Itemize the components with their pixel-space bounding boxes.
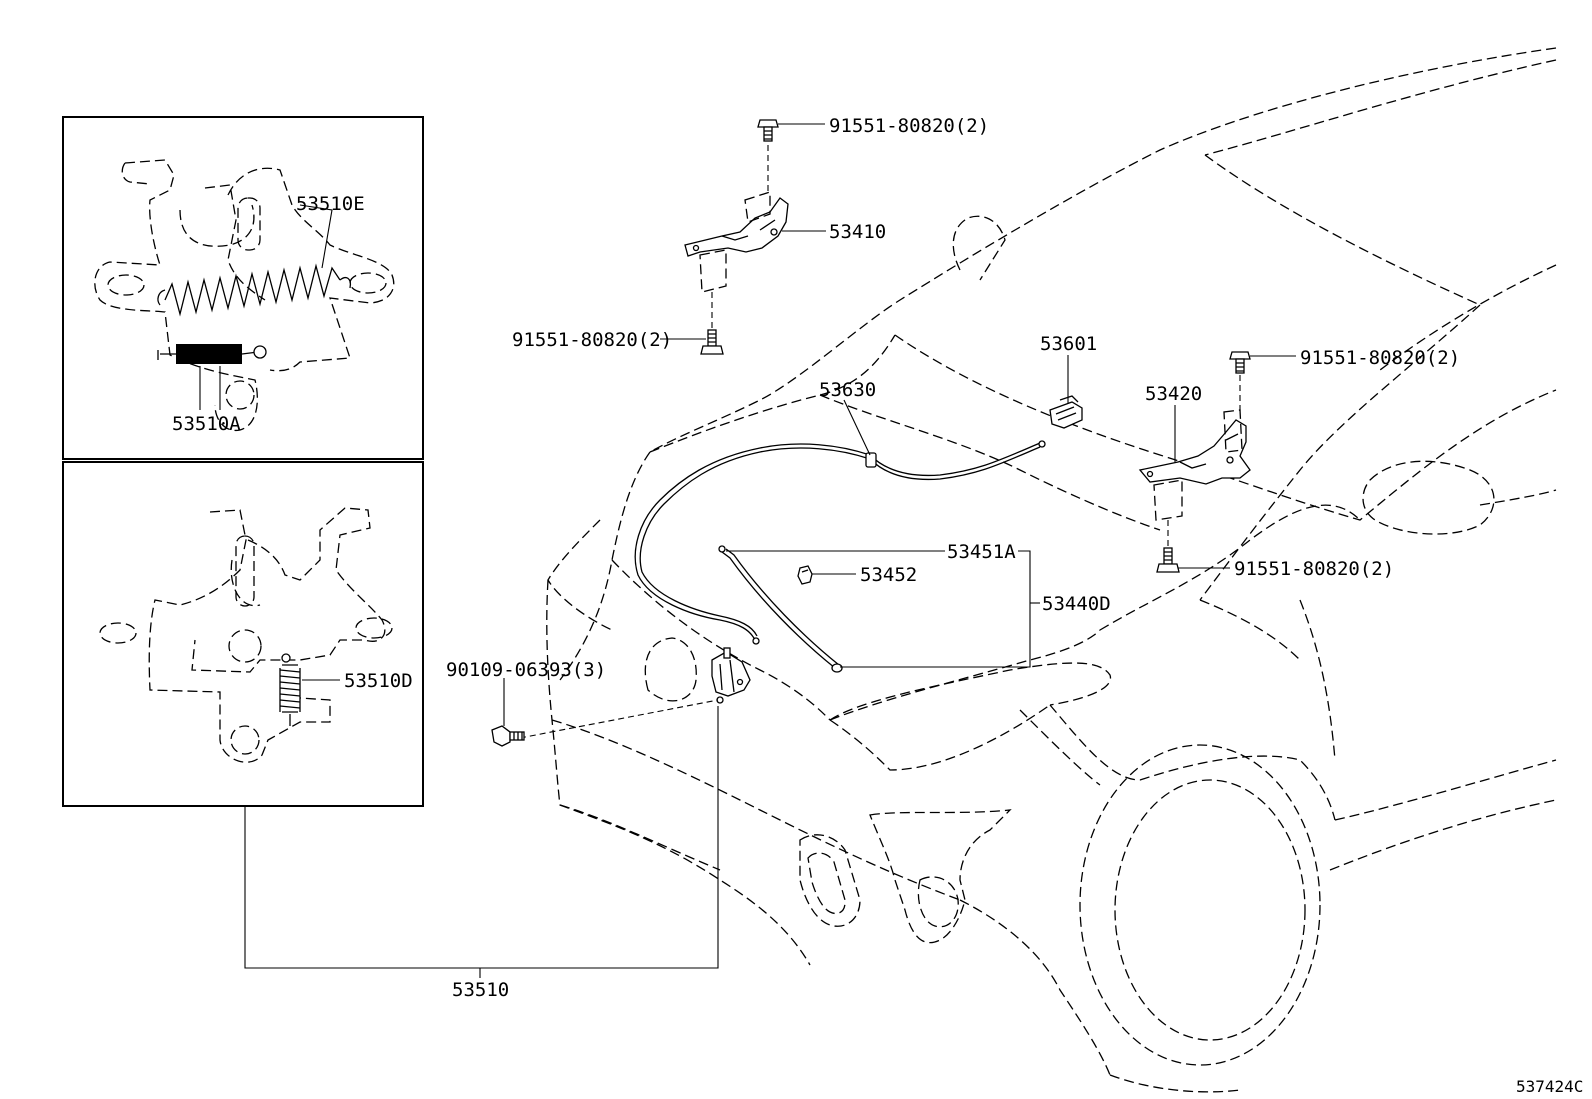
inset-panel-top xyxy=(62,116,424,460)
hood-rod-clip xyxy=(797,565,813,585)
label-clip: 53452 xyxy=(860,564,917,586)
hood-hinge-right xyxy=(1138,375,1251,548)
label-lock-bolt: 90109-06393(3) xyxy=(446,659,606,681)
leader-lines xyxy=(503,123,1296,726)
leader-53510 xyxy=(244,706,719,969)
hood-support-rod xyxy=(718,545,843,673)
inset-panel-bottom xyxy=(62,461,424,807)
label-rod: 53451A xyxy=(947,541,1016,563)
spring-53510A xyxy=(176,344,242,364)
figure-code: 537424C xyxy=(1516,1077,1583,1096)
label-switch: 53601 xyxy=(1040,333,1097,355)
label-bolt-hinge-left-top: 91551-80820(2) xyxy=(829,115,989,137)
spring-53510D xyxy=(279,664,301,713)
label-support-set: 53440D xyxy=(1042,593,1111,615)
label-bolt-hinge-right-bottom: 91551-80820(2) xyxy=(1234,558,1394,580)
car-body-outline xyxy=(546,47,1557,1093)
bolt-hinge-right-top xyxy=(1229,351,1251,374)
cable-grommet xyxy=(865,452,877,468)
label-spring-53510E: 53510E xyxy=(296,193,365,215)
callout-labels: 91551-80820(2) 53410 91551-80820(2) 5360… xyxy=(172,115,1583,1096)
label-hinge-right: 53420 xyxy=(1145,383,1202,405)
label-hinge-left: 53410 xyxy=(829,221,886,243)
label-spring-53510A: 53510A xyxy=(172,413,241,435)
label-bolt-hinge-right-top: 91551-80820(2) xyxy=(1300,347,1460,369)
spring-53510E xyxy=(164,263,341,317)
label-lock-assy: 53510 xyxy=(452,979,509,1001)
bolt-hinge-right-bottom xyxy=(1156,547,1180,573)
hood-switch xyxy=(1049,395,1083,429)
hood-hinge-left xyxy=(684,145,789,330)
bolt-hinge-left-bottom xyxy=(700,329,724,355)
hood-release-cable xyxy=(634,440,1046,645)
label-cable: 53630 xyxy=(819,379,876,401)
hood-lock-installed xyxy=(519,647,751,739)
bolt-hinge-left-top xyxy=(757,119,779,142)
bolt-lock xyxy=(491,725,525,747)
label-bolt-hinge-left-bottom: 91551-80820(2) xyxy=(512,329,672,351)
label-spring-53510D: 53510D xyxy=(344,670,413,692)
